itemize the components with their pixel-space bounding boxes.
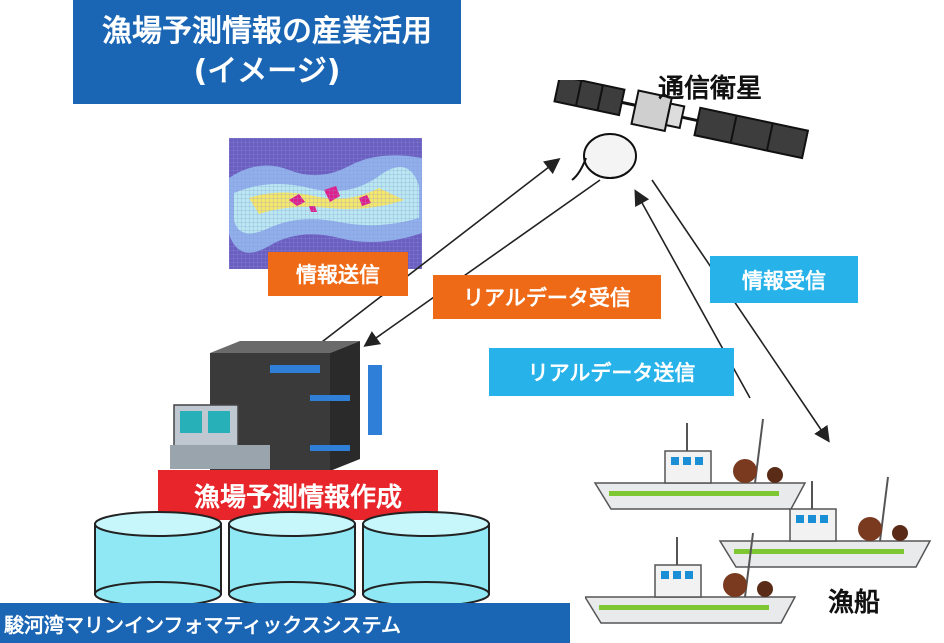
server-icon <box>170 341 382 471</box>
arrow-info-receive <box>651 179 830 443</box>
fishing-boat-icon <box>585 418 931 624</box>
fishing-boats-label: 漁船 <box>828 588 881 618</box>
info-receive-tag: 情報受信 <box>710 256 858 303</box>
arrow-realdata-receive <box>363 179 601 347</box>
title-line2: (イメージ) <box>193 54 341 89</box>
system-name-bar: 駿河湾マリンインフォマティックスシステム <box>0 603 570 643</box>
title-line1: 漁場予測情報の産業活用 <box>102 14 432 49</box>
info-send-tag: 情報送信 <box>268 252 408 296</box>
database-icon <box>94 511 490 607</box>
satellite-label: 通信衛星 <box>658 74 763 104</box>
satellite-icon <box>553 80 810 181</box>
realdata-send-tag: リアルデータ送信 <box>489 348 734 396</box>
fishing-boat-1 <box>594 418 806 510</box>
title-box: 漁場予測情報の産業活用 (イメージ) <box>73 0 461 104</box>
forecast-map-image <box>229 138 422 269</box>
realdata-receive-tag: リアルデータ受信 <box>433 275 661 319</box>
arrow-info-send <box>317 158 561 346</box>
